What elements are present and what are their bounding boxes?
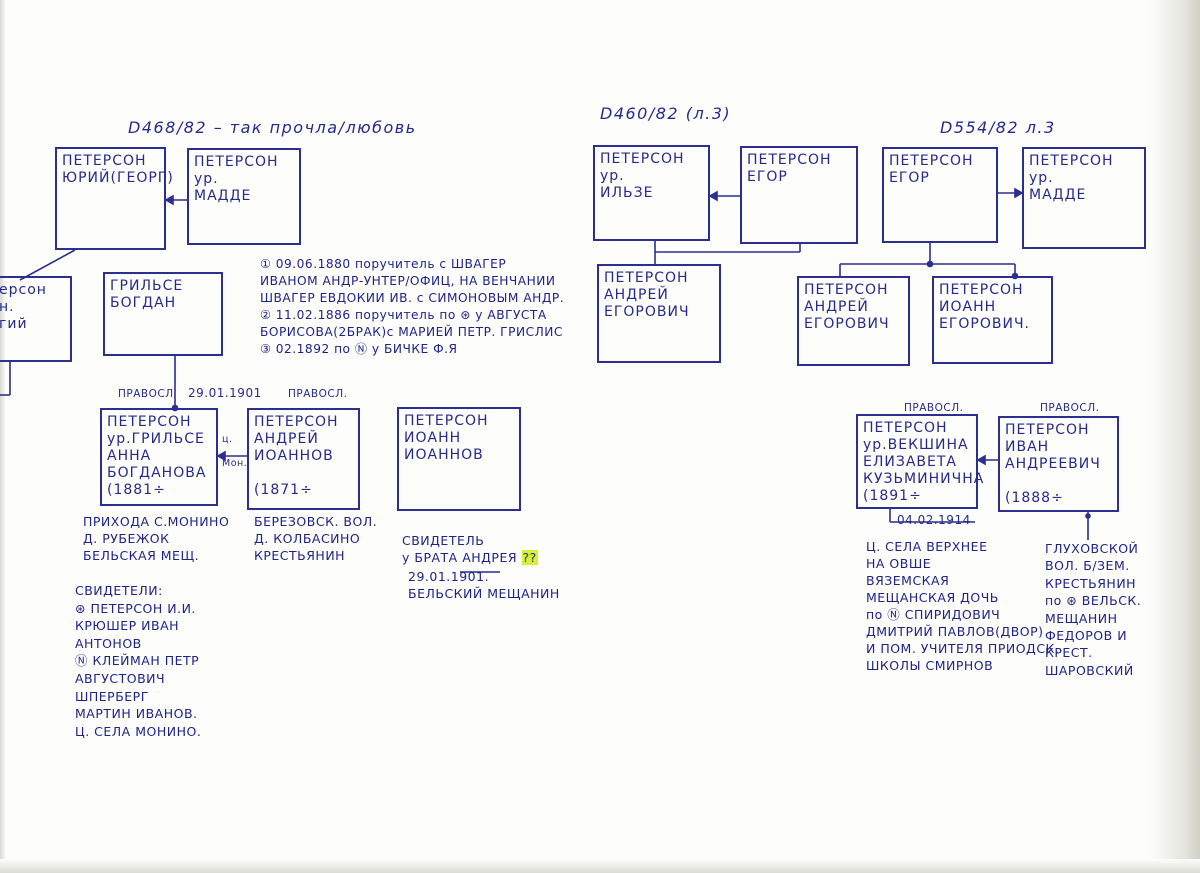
junction-dot <box>1085 513 1091 519</box>
question-highlight: ?? <box>521 550 538 565</box>
archive-ref-left: D468/82 – так прочла/любовь <box>128 118 417 137</box>
label-pravosl-elizaveta: ПРАВОСЛ. <box>904 402 964 414</box>
paper-edge-bottom <box>0 859 1200 873</box>
note-ioann-witness-text: СВИДЕТЕЛЬ у БРАТА АНДРЕЯ <box>402 533 518 565</box>
person-box-andrei-egorovich-mid: ПЕТЕРСОН АНДРЕЙ ЕГОРОВИЧ <box>597 264 721 363</box>
person-box-andrei-egorovich-right: ПЕТЕРСОН АНДРЕЙ ЕГОРОВИЧ <box>797 276 910 366</box>
arrow-head-icon <box>216 450 226 462</box>
person-box-egor-right: ПЕТЕРСОН ЕГОР <box>882 147 998 243</box>
label-pravosl-anna: ПРАВОСЛ <box>118 388 174 400</box>
arrow-head-icon <box>164 194 174 206</box>
note-andrei-origin: БЕРЕЗОВСК. ВОЛ. Д. КОЛБАСИНО КРЕСТЬЯНИН <box>254 514 378 563</box>
person-box-ioann-egorovich: ПЕТЕРСОН ИОАНН ЕГОРОВИЧ. <box>932 276 1053 364</box>
label-church-monino: ц. Мон. <box>222 434 248 469</box>
label-marriage-date-1901: 29.01.1901 <box>188 386 262 400</box>
note-anna-origin: ПРИХОДА С.МОНИНО Д. РУБЕЖОК БЕЛЬСКАЯ МЕЩ… <box>83 514 230 563</box>
archive-ref-right: D554/82 л.3 <box>940 118 1056 137</box>
person-box-anna: ПЕТЕРСОН ур.ГРИЛЬСЕ АННА БОГДАНОВА (1881… <box>100 408 218 506</box>
person-box-andrei-ioannov: ПЕТЕРСОН АНДРЕЙ ИОАННОВ (1871÷ <box>247 408 360 510</box>
person-box-partial: ерсон н. гий <box>0 276 72 362</box>
note-ioann-witness-date: 29.01.1901. БЕЛЬСКИЙ МЕЩАНИН <box>408 569 560 601</box>
connector-yuri-child <box>19 249 76 281</box>
note-elizaveta-origin: Ц. СЕЛА ВЕРХНЕЕ НА ОВШЕ ВЯЗЕМСКАЯ МЕЩАНС… <box>866 539 1060 673</box>
note-ioann-witness: СВИДЕТЕЛЬ у БРАТА АНДРЕЯ ?? <box>402 532 538 566</box>
note-guarantor-records: ① 09.06.1880 поручитель с ШВАГЕР ИВАНОМ … <box>260 257 565 356</box>
person-box-ivan-andreevich: ПЕТЕРСОН ИВАН АНДРЕЕВИЧ (1888÷ <box>998 416 1119 512</box>
person-box-madde-right: ПЕТЕРСОН ур. МАДДЕ <box>1022 147 1146 249</box>
person-box-egor-mid: ПЕТЕРСОН ЕГОР <box>740 146 858 244</box>
paper-edge-right <box>1150 0 1200 873</box>
paper-edge-left <box>0 0 6 873</box>
archive-ref-middle: D460/82 (л.3) <box>600 104 732 123</box>
label-marriage-date-1914: 04.02.1914 <box>897 513 971 527</box>
person-box-elizaveta: ПЕТЕРСОН ур.ВЕКШИНА ЕЛИЗАВЕТА КУЗЬМИНИЧН… <box>856 414 983 509</box>
person-box-madde-left: ПЕТЕРСОН ур. МАДДЕ <box>187 148 301 245</box>
arrow-head-icon <box>976 454 986 466</box>
label-pravosl-andrei: ПРАВОСЛ. <box>288 388 348 400</box>
person-box-ilze: ПЕТЕРСОН ур. ИЛЬЗЕ <box>593 145 710 241</box>
person-box-ioann-ioannov: ПЕТЕРСОН ИОАНН ИОАННОВ <box>397 407 521 511</box>
note-witnesses: СВИДЕТЕЛИ: ⊛ ПЕТЕРСОН И.И. КРЮШЕР ИВАН А… <box>75 583 202 739</box>
person-box-grilse-bogdan: ГРИЛЬСЕ БОГДАН <box>103 272 223 356</box>
arrow-head-icon <box>1014 187 1024 199</box>
note-ivan-origin: ГЛУХОВСКОЙ ВОЛ. Б/ЗЕМ. КРЕСТЬЯНИН по ⊛ В… <box>1045 541 1142 678</box>
label-pravosl-ivan: ПРАВОСЛ. <box>1040 402 1100 414</box>
person-box-yuri: ПЕТЕРСОН ЮРИЙ(ГЕОРГ) <box>55 147 173 250</box>
arrow-head-icon <box>708 190 718 202</box>
